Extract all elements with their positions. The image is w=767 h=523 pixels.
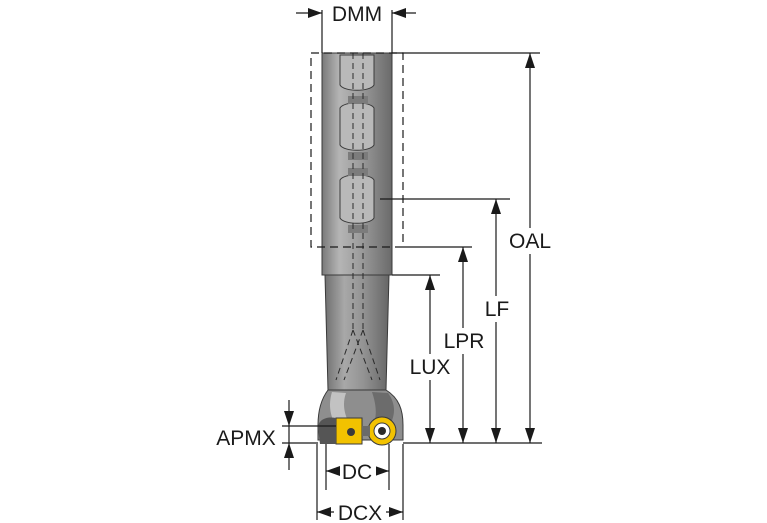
- coolant-channel: [335, 53, 381, 381]
- tool-body: [317, 52, 404, 446]
- dimension-labels: DMM OAL LF LPR LUX APMX DC DCX: [216, 0, 554, 523]
- label-dcx: DCX: [338, 502, 382, 523]
- tool-neck: [324, 274, 390, 391]
- insert-right: [362, 416, 397, 446]
- shank-notches: [339, 54, 375, 224]
- label-oal: OAL: [509, 230, 551, 253]
- label-dmm: DMM: [332, 3, 382, 26]
- label-apmx: APMX: [216, 427, 276, 450]
- label-lux: LUX: [410, 356, 451, 379]
- holder-outline: [310, 52, 404, 248]
- label-lpr: LPR: [444, 330, 485, 353]
- notch-rings: [348, 96, 368, 233]
- insert-left: [318, 417, 363, 445]
- label-dc: DC: [342, 461, 372, 484]
- label-lf: LF: [485, 298, 510, 321]
